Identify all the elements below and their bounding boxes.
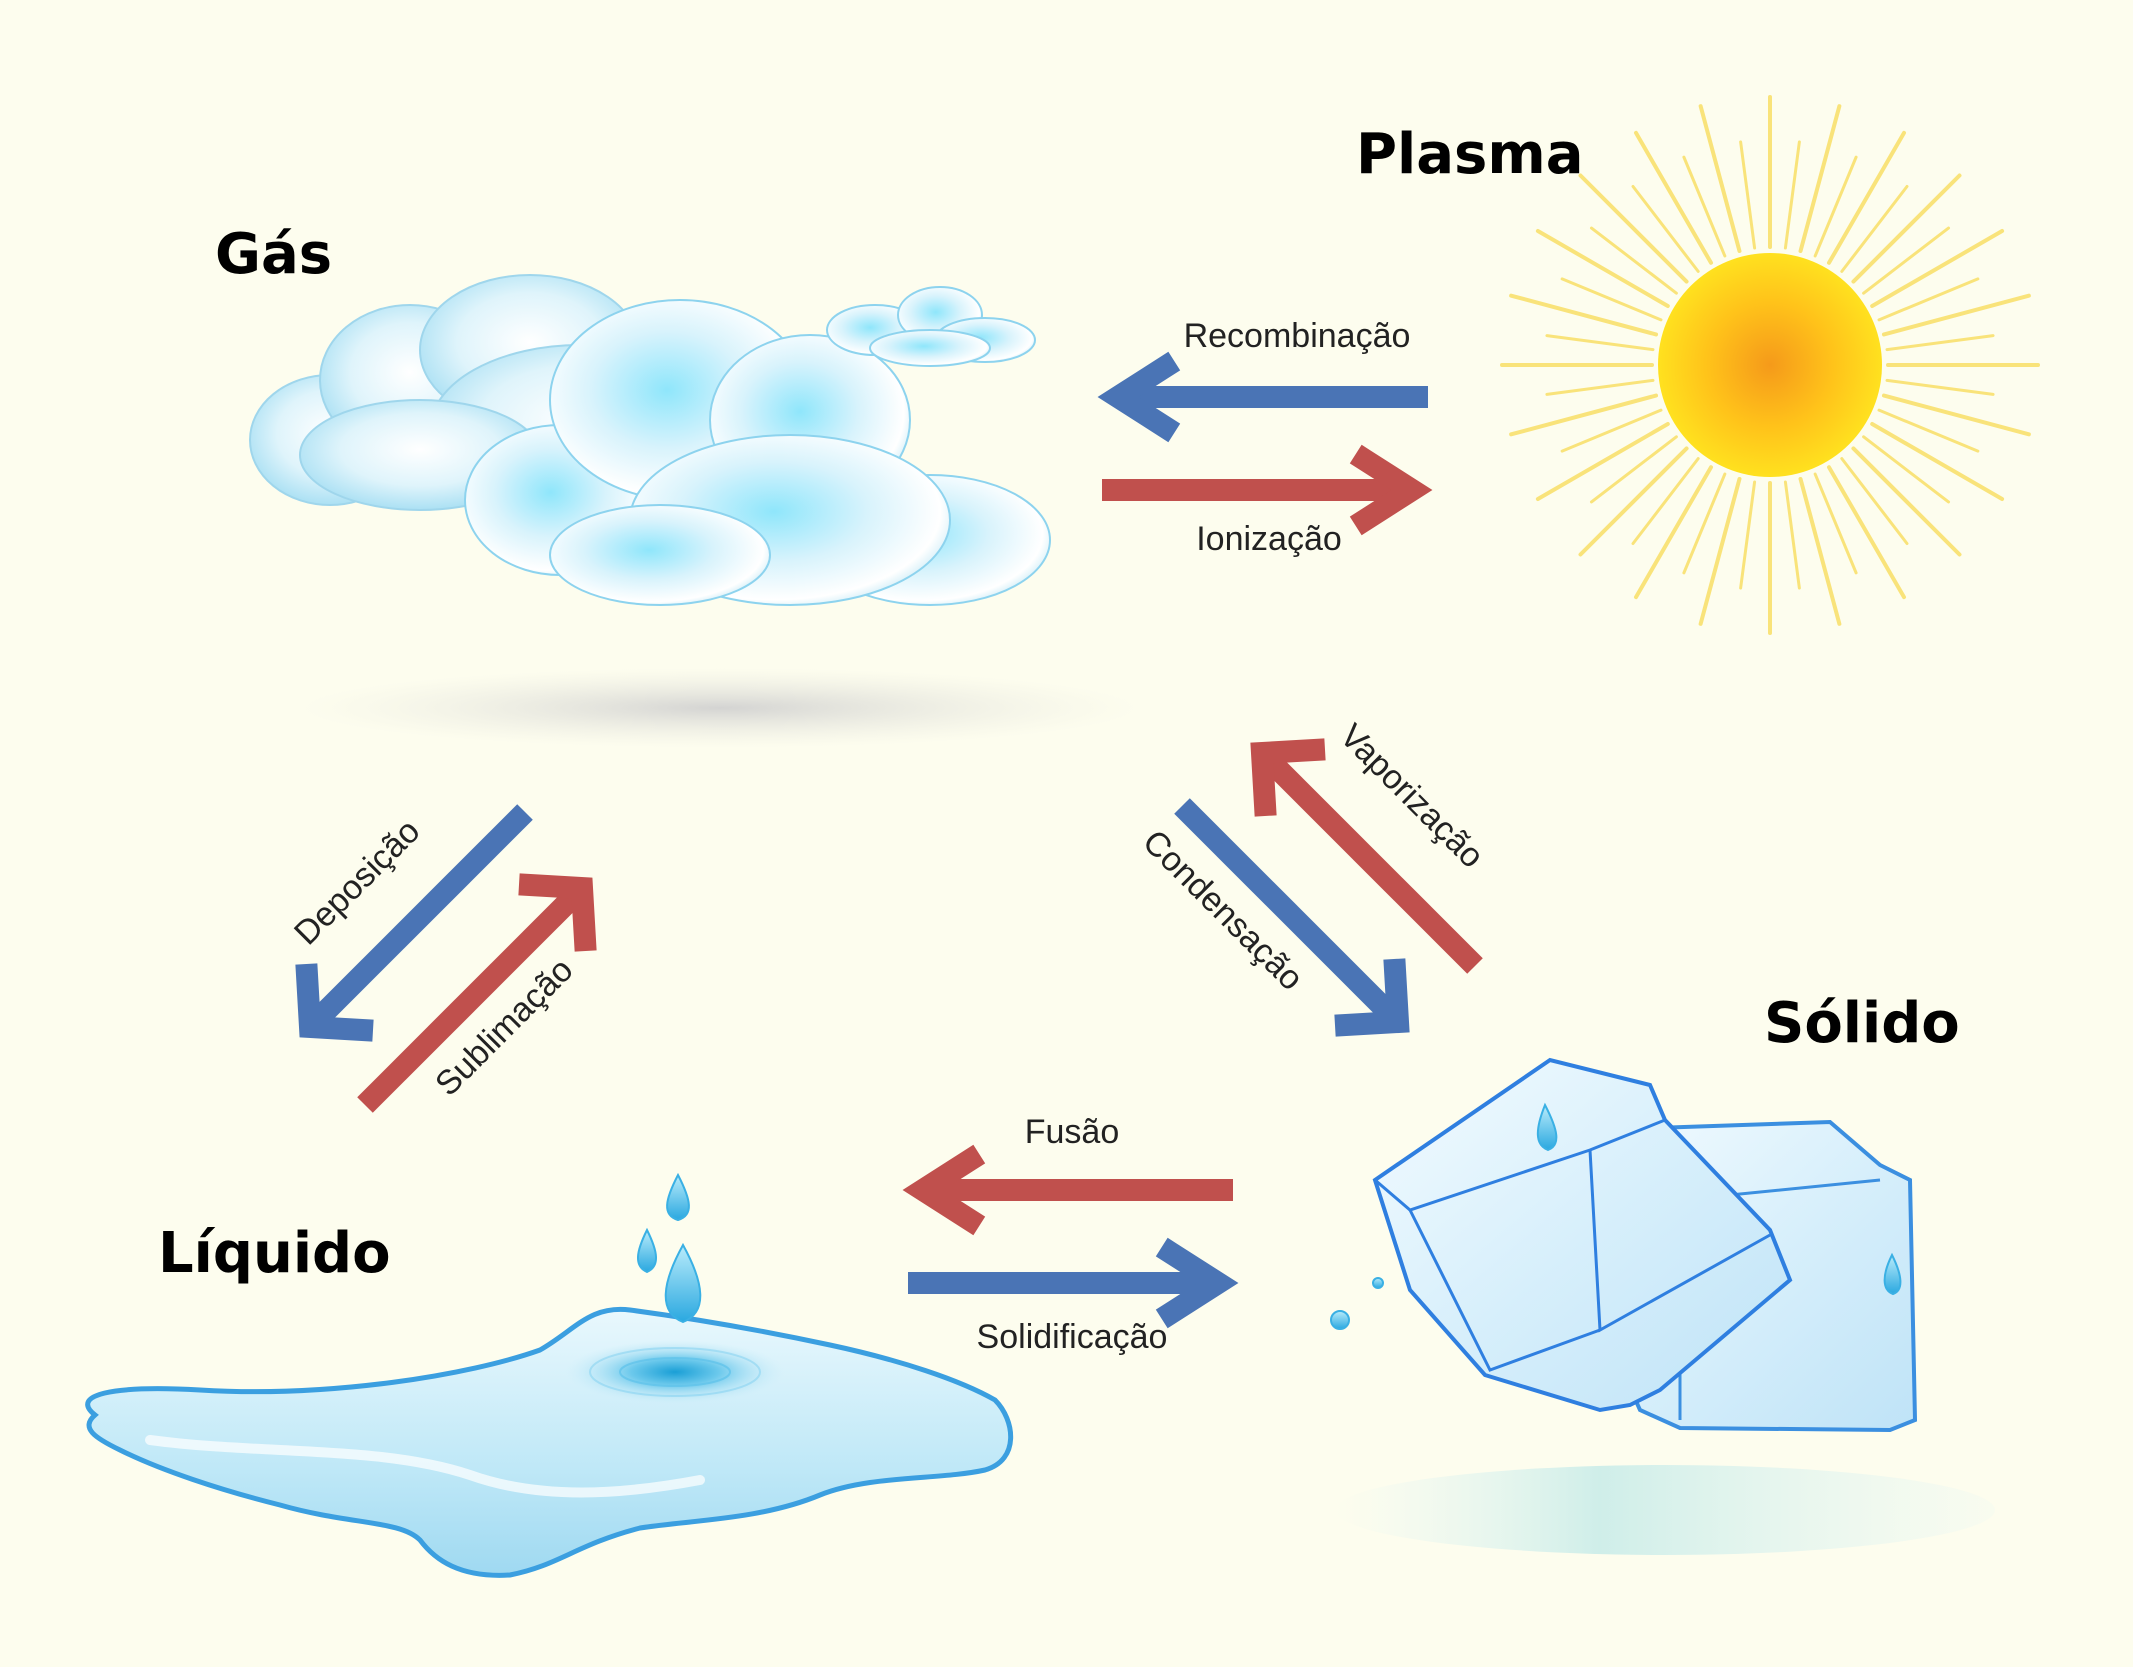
- state-label-liquid: Líquido: [158, 1221, 391, 1286]
- sun-ray: [1885, 378, 1995, 396]
- cloud-icon: [249, 274, 1140, 748]
- sun-ray: [1560, 277, 1663, 322]
- sun-ray: [1589, 226, 1678, 295]
- sun-ray: [1840, 457, 1909, 546]
- sun-ray: [1509, 393, 1659, 437]
- sun-ray: [1631, 184, 1700, 273]
- label-ionization: Ionização: [1196, 520, 1342, 558]
- sun-ray: [1560, 408, 1663, 453]
- sun-ray: [1589, 435, 1678, 504]
- sun-ray: [1881, 293, 2031, 337]
- label-solidification: Solidificação: [977, 1318, 1168, 1356]
- arrow-recombination: [1097, 351, 1428, 443]
- sun-ray: [1509, 293, 1659, 337]
- sun-ray: [1739, 140, 1757, 250]
- sun-ray: [1535, 229, 1670, 308]
- sun-ray: [1739, 480, 1757, 590]
- state-label-gas: Gás: [215, 222, 332, 287]
- arrow-deposition: [295, 804, 533, 1042]
- sun-ray: [1813, 155, 1858, 258]
- sun-ray: [1634, 130, 1713, 265]
- sun-ray: [1877, 408, 1980, 453]
- sun-ray: [1877, 277, 1980, 322]
- sun-ray: [1578, 173, 1689, 284]
- sun-ray: [1827, 130, 1906, 265]
- sun-ray: [1813, 472, 1858, 575]
- sun-ray: [1578, 446, 1689, 557]
- sun-ray: [1798, 104, 1842, 254]
- arrow-sublimation: [357, 873, 597, 1113]
- sun-ray: [1682, 155, 1727, 258]
- sun-ray: [1545, 334, 1655, 352]
- sun-ray: [1885, 334, 1995, 352]
- sun-ray: [1870, 422, 2005, 501]
- state-label-solid: Sólido: [1764, 991, 1960, 1056]
- water-puddle-icon: [85, 1306, 1014, 1578]
- sun-ray: [1851, 173, 1962, 284]
- arrow-solidification: [908, 1237, 1239, 1329]
- sun-icon: [1500, 95, 2040, 635]
- sun-ray: [1682, 472, 1727, 575]
- sun-ray: [1631, 457, 1700, 546]
- sun-ray: [1783, 140, 1801, 250]
- sun-ray: [1862, 435, 1951, 504]
- sun-ray: [1634, 465, 1713, 600]
- sun-ray: [1545, 378, 1655, 396]
- sun-ray: [1698, 476, 1742, 626]
- sun-ray: [1840, 184, 1909, 273]
- arrow-ionization: [1102, 444, 1433, 536]
- arrow-vaporization: [1250, 738, 1483, 974]
- sun-ray: [1827, 465, 1906, 600]
- sun-ray: [1698, 104, 1742, 254]
- arrow-condensation: [1174, 798, 1410, 1037]
- label-fusion: Fusão: [1025, 1113, 1120, 1151]
- sun-ray: [1783, 480, 1801, 590]
- sun-ray: [1862, 226, 1951, 295]
- water-drops-icon: [637, 1172, 702, 1324]
- sun-ray: [1870, 229, 2005, 308]
- ice-cubes-icon: [1330, 1057, 1995, 1555]
- label-recombination: Recombinação: [1184, 317, 1411, 355]
- state-label-plasma: Plasma: [1356, 122, 1584, 187]
- sun-ray: [1881, 393, 2031, 437]
- arrow-fusion: [902, 1144, 1233, 1236]
- sun-ray: [1798, 476, 1842, 626]
- sun-ray: [1851, 446, 1962, 557]
- sun-ray: [1535, 422, 1670, 501]
